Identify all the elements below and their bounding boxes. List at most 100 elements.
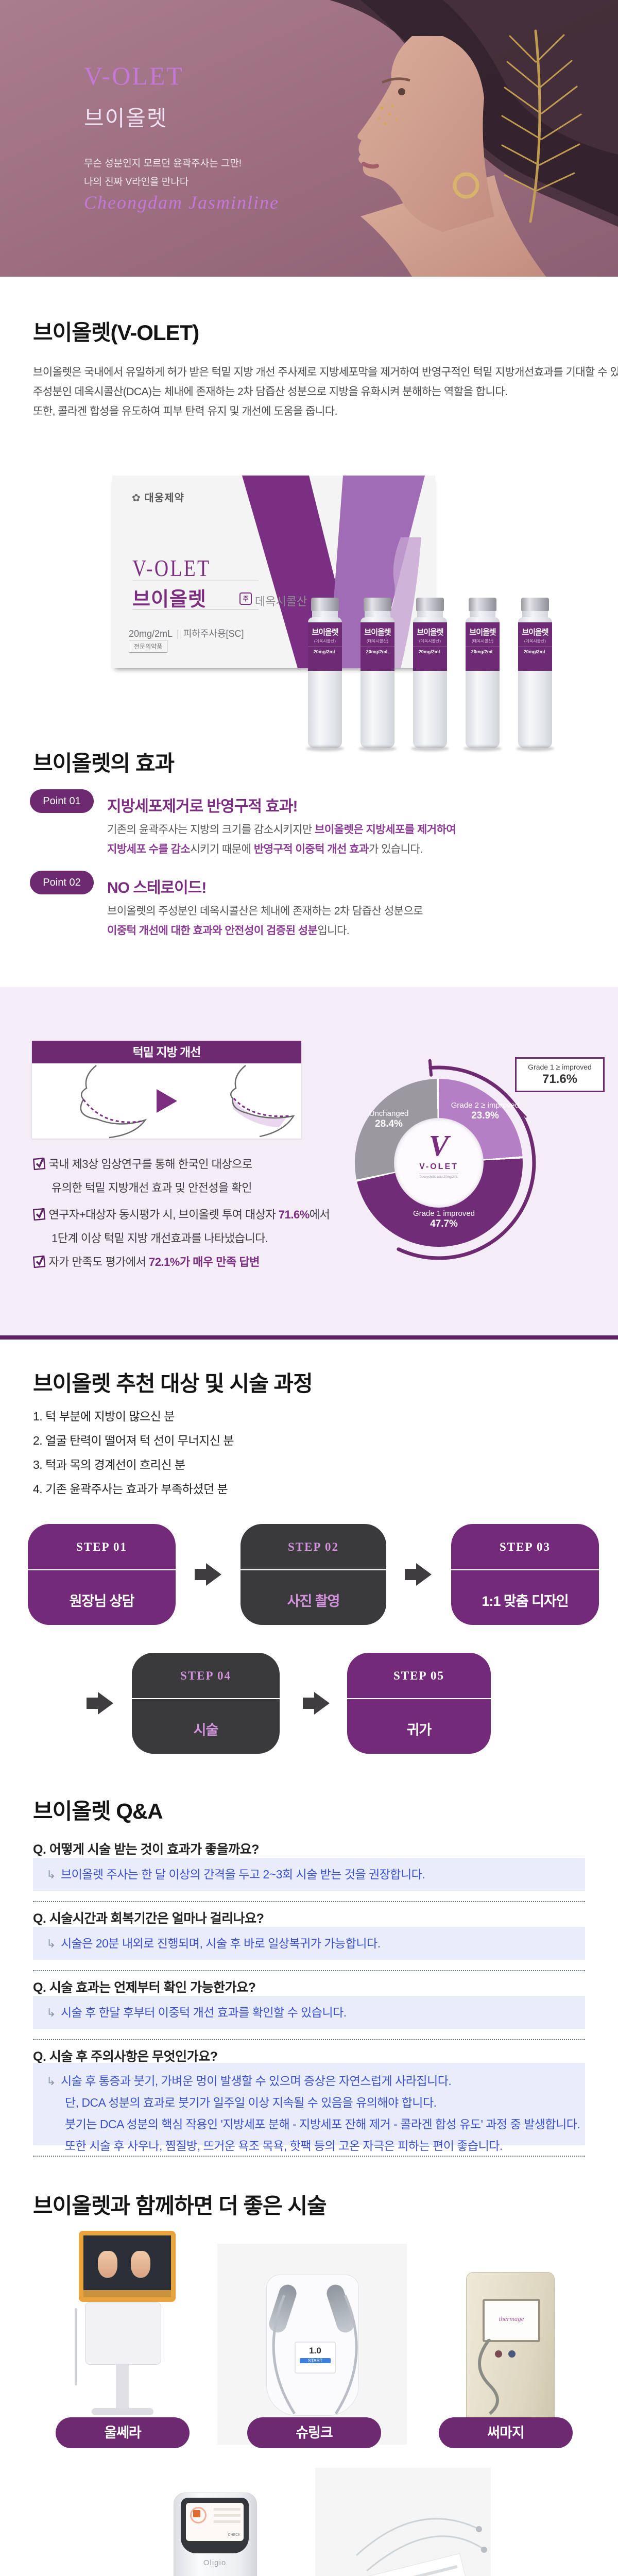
question-4: Q. 시술 후 주의사항은 무엇인가요?: [33, 2049, 218, 2064]
intro-p3: 또한, 콜라겐 합성을 유도하여 피부 탄력 유지 및 개선에 도움을 줍니다.: [33, 405, 337, 417]
donut-outer-arc: [397, 1059, 536, 1260]
thermage-label-button[interactable]: 써마지: [439, 2417, 573, 2448]
answer-1: ↳브이올렛 주사는 한 달 이상의 간격을 두고 2~3회 시술 받는 것을 권…: [33, 1858, 585, 1891]
rx-only-label: 전문의약품: [129, 640, 168, 653]
check-item-2: 연구자+대상자 동시평가 시, 브이올렛 투여 대상자 71.6%에서 1단계 …: [32, 1206, 330, 1246]
ulthera-label-button[interactable]: 울쎄라: [56, 2417, 190, 2448]
oligio-check-button: CHECK: [228, 2533, 241, 2537]
effects-heading: 브이올렛의 효과: [33, 751, 175, 775]
dotted-divider: [33, 2039, 585, 2040]
intro-p1: 브이올렛은 국내에서 유일하게 허가 받은 턱밑 지방 개선 주사제로 지방세포…: [33, 366, 618, 378]
illustration-title: 턱밑 지방 개선: [32, 1041, 301, 1063]
hero-brand-ko: 브이올렛: [84, 106, 168, 130]
dotted-divider: [33, 1970, 585, 1971]
oligio-logo: Oligio: [203, 2558, 227, 2567]
qna-heading: 브이올렛 Q&A: [33, 1799, 163, 1823]
product-ju-mark: 주: [239, 592, 252, 605]
shurink-label-button[interactable]: 슈링크: [247, 2417, 381, 2448]
arrow-right-icon: [87, 1692, 113, 1715]
v-olet-logo-text: V-OLET: [419, 1162, 458, 1174]
question-2: Q. 시술시간과 회복기간은 얼마나 걸리나요?: [33, 1911, 264, 1926]
process-heading: 브이올렛 추천 대상 및 시술 과정: [33, 1371, 313, 1396]
point-02-badge: Point 02: [30, 871, 94, 894]
clinical-evidence-panel: 턱밑 지방 개선: [0, 987, 618, 1340]
chin-improvement-illustration: 턱밑 지방 개선: [32, 1041, 301, 1139]
check-item-1: 국내 제3상 임상연구를 통해 한국인 대상으로 유의한 턱밑 지방개선 효과 …: [32, 1155, 252, 1195]
together-heading: 브이올렛과 함께하면 더 좋은 시술: [33, 2194, 327, 2218]
product-dose: 20mg/2mL: [129, 629, 173, 639]
answer-3: ↳시술 후 한달 후부터 이중턱 개선 효과를 확인할 수 있습니다.: [33, 1996, 585, 2029]
shurink-machine-image: 1.0 START: [217, 2244, 407, 2445]
recommend-item-1: 1. 턱 부분에 지방이 많으신 분: [33, 1410, 175, 1423]
product-vial: 브이올렛(데옥시콜산)20mg/2mL: [358, 598, 397, 752]
hero-tagline: 무슨 성분인지 모르던 윤곽주사는 그만! 나의 진짜 V라인을 만나다: [84, 155, 242, 192]
dotted-divider: [33, 2156, 585, 2157]
point-01-title: 지방세포제거로 반영구적 효과!: [107, 798, 298, 815]
improvement-donut-chart: V V-OLET Deoxycholic acid 20mg/2mL Uncha…: [355, 1079, 523, 1247]
arrow-right-icon: [195, 1563, 221, 1586]
arrow-right-icon: [303, 1692, 330, 1715]
product-vial: 브이올렛(데옥시콜산)20mg/2mL: [411, 598, 449, 752]
intro-p2: 주성분인 데옥시콜산(DCA)는 체내에 존재하는 2차 담즙산 성분으로 지방…: [33, 386, 508, 398]
hero-photo: [0, 0, 618, 277]
return-arrow-icon: ↳: [46, 2075, 56, 2088]
hero-clinic-script: Cheongdam Jasminline: [84, 192, 279, 213]
check-item-3: 자가 만족도 평가에서 72.1%가 매우 만족 답변: [32, 1253, 260, 1269]
point-02-title: NO 스테로이드!: [107, 879, 207, 896]
donut-center-logo: V V-OLET Deoxycholic acid 20mg/2mL: [394, 1118, 484, 1208]
manufacturer-name: 대웅제약: [144, 493, 184, 504]
answer-2: ↳시술은 20분 내외로 진행되며, 시술 후 바로 일상복귀가 가능합니다.: [33, 1927, 585, 1960]
product-name-ko: 브이올렛: [132, 589, 207, 611]
oligio-machine-image: CHECK Oligio: [174, 2493, 257, 2576]
product-route: 피하주사용[SC]: [183, 629, 244, 639]
recommend-item-2: 2. 얼굴 탄력이 떨어져 턱 선이 무너지신 분: [33, 1434, 234, 1447]
silhouette-soft-image: [315, 2468, 491, 2576]
hero-brand-en: V-OLET: [84, 61, 184, 90]
point-01-body: 기존의 윤곽주사는 지방의 크기를 감소시키지만 브이올렛은 지방세포를 제거하…: [107, 824, 456, 855]
product-vial: 브이올렛(데옥시콜산)20mg/2mL: [516, 598, 554, 752]
answer-4: ↳시술 후 통증과 붓기, 가벼운 멍이 발생할 수 있으며 증상은 자연스럽게…: [33, 2063, 585, 2153]
product-vial: 브이올렛(데옥시콜산)20mg/2mL: [306, 598, 344, 752]
gold-fern: [501, 29, 582, 223]
question-1: Q. 어떻게 시술 받는 것이 효과가 좋을까요?: [33, 1842, 259, 1857]
point-01-badge: Point 01: [30, 789, 94, 813]
product-ingredient: 데옥시콜산: [255, 595, 307, 608]
thermage-machine-image: thermage: [466, 2272, 555, 2422]
before-after-chin-drawing: [32, 1063, 301, 1139]
point-02-body: 브이올렛의 주성분인 데옥시콜산은 체내에 존재하는 2차 담즙산 성분으로 이…: [107, 905, 423, 937]
product-vial: 브이올렛(데옥시콜산)20mg/2mL: [464, 598, 502, 752]
product-dose-route: 20mg/2mL|피하주사용[SC]: [129, 629, 244, 639]
ulthera-machine-image: [74, 2231, 176, 2419]
recommend-item-3: 3. 턱과 목의 경계선이 흐리신 분: [33, 1458, 185, 1471]
grade1-callout: Grade 1 ≥ improved 71.6%: [515, 1057, 605, 1092]
vial-cap: [311, 598, 339, 611]
recommend-item-4: 4. 기존 윤곽주사는 효과가 부족하셨던 분: [33, 1482, 228, 1496]
dotted-divider: [33, 1901, 585, 1902]
product-name-en: V-OLET: [132, 555, 211, 581]
shurink-screen-value: 1.0: [309, 2346, 321, 2355]
check-icon: [32, 1255, 46, 1268]
manufacturer-logo: ✿ 대웅제약: [132, 489, 184, 504]
check-icon: [32, 1208, 46, 1221]
intro-heading: 브이올렛(V-OLET): [33, 320, 199, 345]
hero-banner: V-OLET 브이올렛 무슨 성분인지 모르던 윤곽주사는 그만! 나의 진짜 …: [0, 0, 618, 277]
return-arrow-icon: ↳: [46, 2006, 56, 2019]
shurink-start-button: START: [300, 2358, 331, 2363]
question-3: Q. 시술 효과는 언제부터 확인 가능한가요?: [33, 1980, 256, 1995]
flame-icon: ✿: [132, 493, 141, 504]
hero-tagline-line2: 나의 진짜 V라인을 만나다: [84, 177, 189, 188]
return-arrow-icon: ↳: [46, 1937, 56, 1950]
v-olet-logo-mark: V: [428, 1129, 449, 1162]
hero-tagline-line1: 무슨 성분인지 모르던 윤곽주사는 그만!: [84, 158, 242, 169]
arrow-right-icon: [405, 1563, 432, 1586]
thermage-logo: thermage: [483, 2299, 540, 2342]
return-arrow-icon: ↳: [46, 1868, 56, 1881]
